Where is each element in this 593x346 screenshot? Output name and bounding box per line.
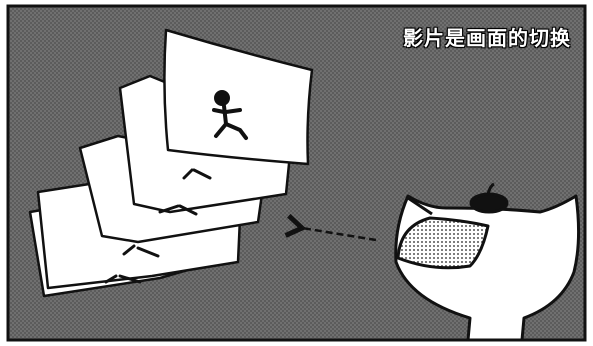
running-figure-icon [212, 90, 248, 140]
cat-spot [396, 216, 490, 270]
dashed-arrow-icon [284, 213, 377, 242]
partial-figure-icons [104, 168, 212, 284]
caption-text: 影片是画面的切换 [403, 26, 571, 50]
beret-icon [469, 192, 509, 214]
cat-character [394, 182, 581, 342]
film-frame-1 [163, 28, 314, 166]
